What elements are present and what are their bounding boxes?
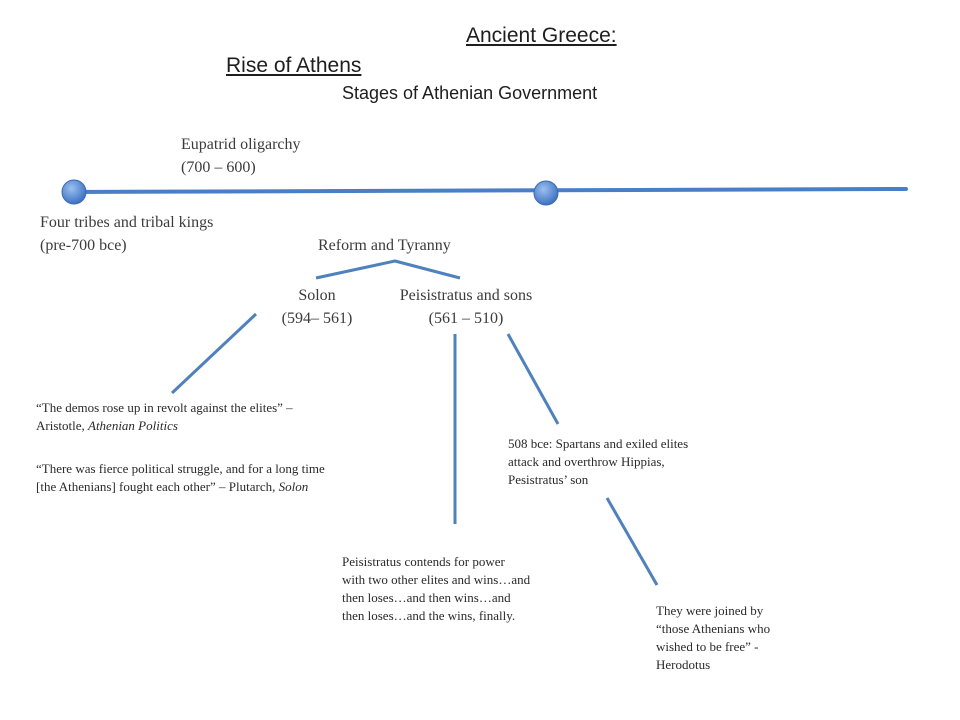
note-aristotle-author: Aristotle, bbox=[36, 418, 88, 433]
note-herodotus-line: “those Athenians who bbox=[656, 621, 771, 636]
note-contends-line: then loses…and the wins, finally. bbox=[342, 608, 516, 623]
note-plutarch-line1: “There was fierce political struggle, an… bbox=[36, 461, 325, 476]
note-plutarch-line2: [the Athenians] fought each other” – Plu… bbox=[36, 478, 325, 496]
stage-solon: Solon (594– 561) bbox=[262, 284, 372, 330]
note-contends-line: with two other elites and wins…and bbox=[342, 572, 531, 587]
stage-tribes-name: Four tribes and tribal kings bbox=[40, 214, 214, 231]
note-spartans-line: attack and overthrow Hippias, bbox=[508, 454, 665, 469]
timeline-node-start[interactable] bbox=[61, 179, 87, 205]
note-herodotus-line: They were joined by bbox=[656, 603, 764, 618]
connector-herodotus bbox=[605, 497, 659, 586]
timeline-line bbox=[70, 187, 908, 194]
note-aristotle-work: Athenian Politics bbox=[88, 418, 178, 433]
stage-eupatrid-dates: (700 – 600) bbox=[181, 159, 256, 176]
note-herodotus-line: wished to be free” - bbox=[656, 639, 759, 654]
title-ancient-greece: Ancient Greece: bbox=[466, 24, 617, 47]
reform-bracket bbox=[315, 259, 461, 280]
timeline-node-middle[interactable] bbox=[533, 180, 559, 206]
note-aristotle: “The demos rose up in revolt against the… bbox=[36, 399, 293, 435]
note-herodotus-line: Herodotus bbox=[656, 657, 711, 672]
stage-solon-name: Solon bbox=[298, 287, 336, 304]
stage-tribes: Four tribes and tribal kings (pre-700 bc… bbox=[40, 211, 213, 257]
note-herodotus: They were joined by “those Athenians who… bbox=[656, 602, 770, 674]
subtitle-stages: Stages of Athenian Government bbox=[342, 83, 598, 103]
stage-solon-dates: (594– 561) bbox=[281, 310, 353, 327]
note-contends-line: Peisistratus contends for power bbox=[342, 554, 505, 569]
note-aristotle-citation: Aristotle, Athenian Politics bbox=[36, 417, 293, 435]
connector-spartans bbox=[506, 333, 560, 425]
stage-peisistratus-name: Peisistratus and sons bbox=[399, 287, 533, 304]
note-spartans-line: Pesistratus’ son bbox=[508, 472, 589, 487]
note-plutarch: “There was fierce political struggle, an… bbox=[36, 460, 325, 496]
stage-eupatrid: Eupatrid oligarchy (700 – 600) bbox=[181, 133, 301, 179]
title-rise-of-athens: Rise of Athens bbox=[226, 54, 362, 77]
stage-tribes-dates: (pre-700 bce) bbox=[40, 237, 127, 254]
stage-eupatrid-name: Eupatrid oligarchy bbox=[181, 136, 301, 153]
stage-peisistratus-dates: (561 – 510) bbox=[428, 310, 504, 327]
note-spartans-line: 508 bce: Spartans and exiled elites bbox=[508, 436, 689, 451]
note-contends-line: then loses…and then wins…and bbox=[342, 590, 511, 605]
connector-solon-notes bbox=[170, 312, 258, 395]
stage-reform: Reform and Tyranny bbox=[318, 237, 451, 254]
note-plutarch-text: [the Athenians] fought each other” – Plu… bbox=[36, 479, 279, 494]
stage-peisistratus: Peisistratus and sons (561 – 510) bbox=[376, 284, 556, 330]
note-spartans: 508 bce: Spartans and exiled elites atta… bbox=[508, 435, 688, 489]
note-aristotle-quote: “The demos rose up in revolt against the… bbox=[36, 400, 293, 415]
note-contends: Peisistratus contends for power with two… bbox=[342, 553, 530, 625]
note-plutarch-work: Solon bbox=[278, 479, 309, 494]
